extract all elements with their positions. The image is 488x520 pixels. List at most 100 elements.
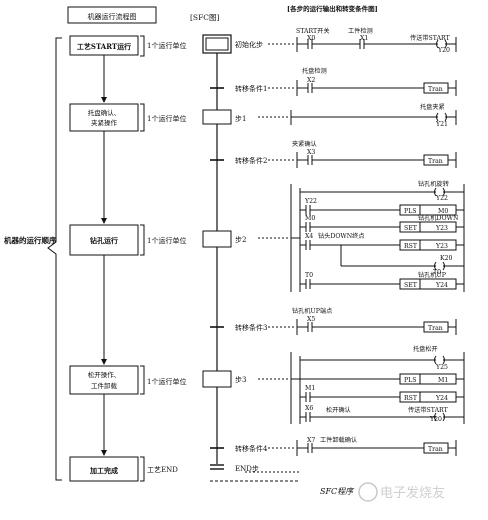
flow-box-done-label: 加工完成 xyxy=(89,466,118,475)
ladder-text: START开关 工件检测 X0 X1 传送带START Y20 托盘检测 X2 … xyxy=(292,27,459,453)
coil-label: Y22 xyxy=(435,195,448,202)
instruction-arg: Y24 xyxy=(435,282,448,289)
contact-label: X6 xyxy=(305,405,313,412)
contact-label: M0 xyxy=(305,215,315,222)
ladder-transition-1 xyxy=(296,80,457,96)
sfc-connectors xyxy=(245,43,300,473)
coil-note: 托盘夹紧 xyxy=(420,103,445,111)
ladder-note: 工件卸载确认 xyxy=(320,436,357,444)
sfc-program-label: SFC程序 xyxy=(320,487,355,496)
flow-box-clamp-line2: 夹紧操作 xyxy=(91,118,118,127)
ladder-transition-2 xyxy=(296,152,457,168)
instruction: RST xyxy=(404,243,418,250)
tran-label: Tran xyxy=(428,325,443,332)
contact-label: T0 xyxy=(305,272,313,279)
flow-box-done xyxy=(69,456,139,482)
watermark: 电子发烧友 xyxy=(358,482,445,502)
sfc-step-label: END步 xyxy=(235,465,259,473)
ladder-title: [各步的运行输出和转变条件图] xyxy=(287,4,378,13)
sfc-step-3 xyxy=(202,370,232,388)
unit-label: 1个运行单位 xyxy=(147,377,186,386)
contact-label: X5 xyxy=(307,316,315,323)
ladder-step-3 xyxy=(290,352,465,424)
coil-note: 托盘松开 xyxy=(413,345,438,353)
sfc-labels: 初始化步 转移条件1 步1 转移条件2 步2 转移条件3 步3 转移条件4 EN… xyxy=(235,40,268,473)
ladder-note: START开关 xyxy=(296,27,330,35)
unit-label: 工艺END xyxy=(147,466,178,474)
sfc-step-label: 步3 xyxy=(235,376,246,384)
coil-label: Y21 xyxy=(435,121,448,128)
ladder-initial-rung xyxy=(296,37,457,52)
sfc-step-2 xyxy=(202,230,232,248)
ladder-note: 钻头DOWN终点 xyxy=(318,232,365,240)
coil-note: 钻孔机旋转 xyxy=(418,180,449,188)
flow-box-clamp-line1: 托盘确认、 xyxy=(88,108,121,117)
ladder-transition-3 xyxy=(296,319,457,335)
timer-constant: K20 xyxy=(440,255,453,262)
instruction-arg: Y24 xyxy=(435,395,448,402)
contact-label: Y22 xyxy=(304,198,317,205)
unit-label: 1个运行单位 xyxy=(147,114,186,123)
sfc-step-label: 初始化步 xyxy=(235,40,263,49)
flow-box-unload-line1: 松开操作、 xyxy=(88,370,121,379)
contact-label: M1 xyxy=(305,385,315,392)
instruction: RST xyxy=(404,395,418,402)
coil-note: 传送带START xyxy=(410,34,451,42)
flow-box-unload xyxy=(69,365,139,395)
sfc-transition-label: 转移条件2 xyxy=(235,156,267,165)
flow-chart: 工艺START运行 托盘确认、 夹紧操作 钻孔运行 松开操作、 工件卸载 加工完… xyxy=(69,35,139,482)
ladder-step-2 xyxy=(290,184,465,292)
ladder-note: 松开确认 xyxy=(326,406,351,414)
instruction: PLS xyxy=(404,208,417,215)
flow-title: 机器运行流程图 xyxy=(88,12,137,21)
ladder-diagrams xyxy=(290,37,465,456)
unit-label: 1个运行单位 xyxy=(147,236,186,245)
flow-box-drill-label: 钻孔运行 xyxy=(90,236,118,245)
coil-label: Y20 xyxy=(437,47,450,54)
timer-label: T0 xyxy=(433,269,441,276)
unit-label: 1个运行单位 xyxy=(147,41,186,50)
instruction: SET xyxy=(404,225,418,232)
sfc-step-label: 步2 xyxy=(235,236,246,244)
instruction-arg: Y23 xyxy=(435,243,448,250)
flow-box-start xyxy=(69,35,139,56)
contact-label: X3 xyxy=(307,149,315,156)
instruction: PLS xyxy=(404,377,417,384)
sfc-transition-label: 转移条件3 xyxy=(235,323,267,332)
contact-label: X2 xyxy=(307,77,315,84)
sfc-transition-label: 转移条件1 xyxy=(235,84,267,93)
flow-header: 机器运行流程图 xyxy=(67,6,157,24)
sfc-chart xyxy=(202,34,232,470)
watermark-text: 电子发烧友 xyxy=(380,485,445,501)
sfc-transition-label: 转移条件4 xyxy=(235,444,268,453)
flow-box-start-label: 工艺START运行 xyxy=(77,42,131,51)
coil-note: 钻孔机UP xyxy=(418,271,446,279)
tran-label: Tran xyxy=(428,446,443,453)
coil-label: Y25 xyxy=(435,364,448,371)
tran-label: Tran xyxy=(428,86,443,93)
tran-label: Tran xyxy=(428,158,443,165)
unit-brackets xyxy=(140,35,145,482)
contact-label: X0 xyxy=(307,35,315,42)
instruction-arg: Y23 xyxy=(435,225,448,232)
ladder-note: 托盘检测 xyxy=(302,67,327,75)
flow-box-drill xyxy=(69,224,139,256)
instruction-arg: M1 xyxy=(438,377,448,384)
sequence-brace xyxy=(47,37,62,481)
sfc-title: [SFC图] xyxy=(190,13,220,22)
contact-label: X7 xyxy=(307,437,315,444)
ladder-transition-4 xyxy=(296,440,457,456)
ladder-note: 工件检测 xyxy=(348,27,373,35)
contact-label: X1 xyxy=(360,35,368,42)
sfc-initial-step xyxy=(202,34,232,54)
ladder-note: 夹紧确认 xyxy=(292,140,317,148)
flow-box-clamp xyxy=(69,103,139,132)
sfc-step-1 xyxy=(202,109,232,125)
coil-label: Y20 xyxy=(429,416,442,423)
flow-box-unload-line2: 工件卸载 xyxy=(91,381,118,390)
instruction-arg: M0 xyxy=(438,208,448,215)
ladder-note: 钻孔机UP端点 xyxy=(292,307,332,315)
sequence-label: 机器的运行顺序 xyxy=(4,235,57,245)
coil-note: 传送带START xyxy=(408,406,449,414)
contact-label: X4 xyxy=(305,233,313,240)
